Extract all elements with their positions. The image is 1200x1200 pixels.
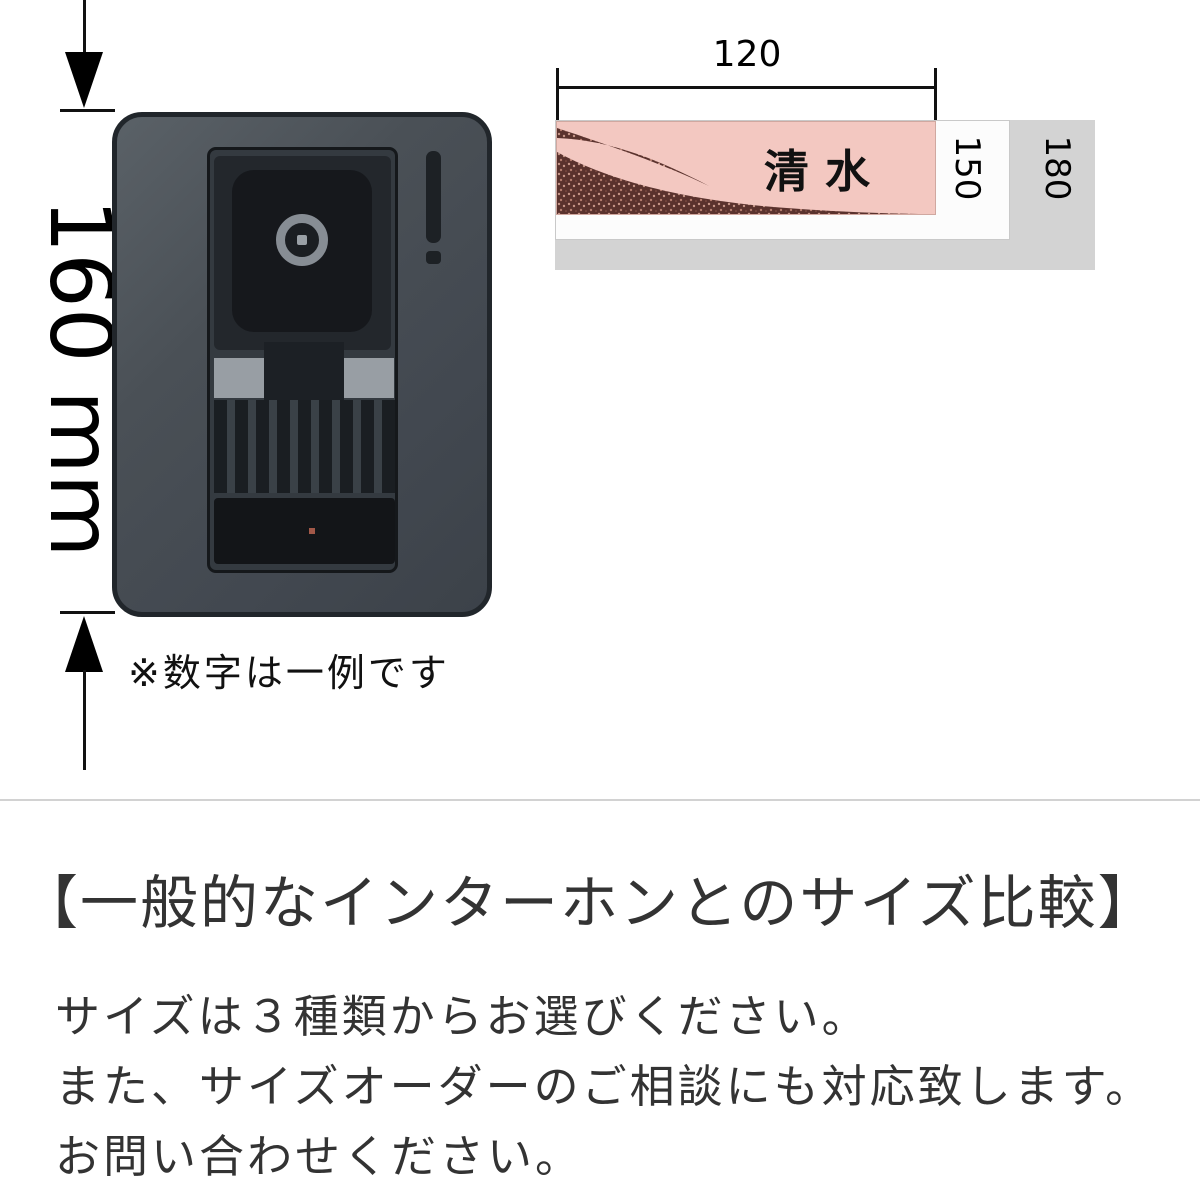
dimension-tick-bottom <box>60 611 115 614</box>
comparison-heading: 【一般的なインターホンとのサイズ比較】 <box>20 869 1158 937</box>
call-button <box>214 498 395 564</box>
width-tick-right <box>934 68 937 120</box>
nameplate-text: 清水 <box>763 145 886 198</box>
dimension-arrow-down-icon <box>65 52 103 108</box>
microphone-slit-lower <box>426 251 441 264</box>
body-text-line-3: お問い合わせください。 <box>55 1130 584 1183</box>
body-text-line-1: サイズは３種類からお選びください。 <box>55 990 870 1043</box>
size-120-plate: 清水 <box>556 121 936 215</box>
height-180-label: 180 <box>1037 135 1077 201</box>
height-150-label: 150 <box>947 135 987 201</box>
camera-lens-core <box>297 235 307 245</box>
body-text-line-2: また、サイズオーダーのご相談にも対応致します。 <box>55 1060 1154 1113</box>
camera-lens-icon <box>276 214 328 266</box>
intercom-front-panel <box>207 147 398 573</box>
width-dimension-label: 120 <box>712 34 782 75</box>
dimension-tick-top <box>60 109 115 112</box>
asanoha-pattern-graphic <box>557 128 935 214</box>
width-tick-left <box>556 68 559 120</box>
camera-bezel <box>232 170 372 332</box>
width-dimension-line <box>557 86 936 89</box>
panel-detail-left <box>214 358 264 398</box>
intercom-illustration <box>112 112 492 617</box>
dimension-line-top <box>83 0 86 54</box>
microphone-slit <box>426 151 441 243</box>
panel-center-detail <box>264 342 344 404</box>
led-indicator <box>309 528 315 534</box>
camera-area <box>214 156 391 350</box>
dimension-line-bottom <box>83 670 86 770</box>
section-divider <box>0 799 1200 801</box>
speaker-grille <box>214 400 395 493</box>
body-text: サイズは３種類からお選びください。 また、サイズオーダーのご相談にも対応致します… <box>55 982 1153 1192</box>
dimension-arrow-up-icon <box>65 616 103 672</box>
panel-detail-right <box>344 358 394 398</box>
note-text: ※数字は一例です <box>128 651 450 695</box>
